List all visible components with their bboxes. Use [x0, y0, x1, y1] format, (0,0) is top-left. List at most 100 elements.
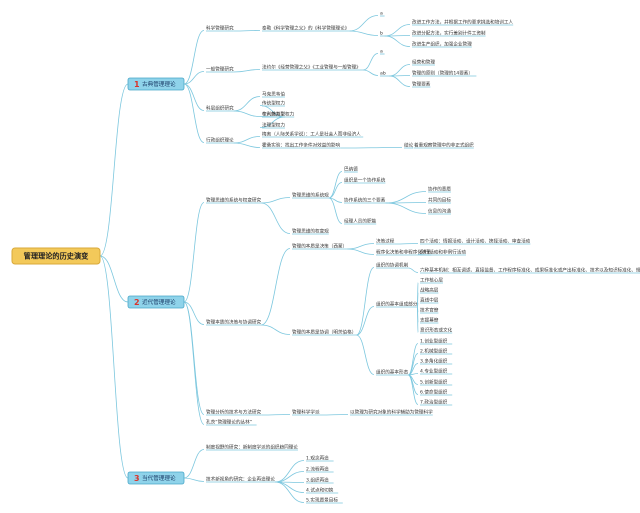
node-label: 法理型权力 — [262, 122, 285, 129]
node-label: 例行活动和非例行活动 — [420, 249, 466, 256]
branch-badge — [127, 295, 185, 309]
node-label: 管理思维的权变观 — [292, 228, 329, 235]
node-label: 管理思维的系统与权变研究 — [206, 197, 262, 204]
node-label: 科学管理研究 — [206, 25, 234, 32]
connector-line — [183, 83, 205, 143]
connector-line — [183, 30, 205, 85]
node-label: 5.实现愿景目标 — [306, 497, 338, 504]
connector-line — [99, 255, 129, 479]
node-label: 组织的基本形态 — [376, 369, 409, 376]
connector-line — [407, 374, 419, 405]
connector-line — [183, 83, 205, 111]
node-label: 管理的本质是协调（明茨伯格） — [292, 329, 356, 336]
node-label: 4.专业型组织 — [420, 368, 448, 375]
connector-line — [356, 267, 375, 336]
node-label: 结论 — [404, 142, 414, 149]
connector-line — [183, 301, 205, 325]
branch-label: 当代管理理论 — [142, 474, 176, 482]
node-label: 6.使命型组织 — [420, 389, 448, 396]
node-label: a — [380, 50, 383, 55]
connector-line — [233, 30, 261, 32]
connector-line — [274, 471, 305, 483]
connector-line — [363, 53, 379, 71]
connector-line — [389, 64, 411, 77]
branch-label: 古典管理理论 — [142, 80, 176, 88]
node-label: 梅奥（人际关系学说）：工人是社会人而非经济人 — [262, 131, 361, 138]
node-label: 管理本质的决策与协调研究 — [206, 319, 262, 326]
branch-number: 2 — [134, 298, 140, 307]
node-label: 意识形态或文化 — [420, 327, 453, 334]
connector-line — [407, 343, 419, 376]
node-label: 直线中层 — [420, 297, 439, 304]
connector-line — [261, 202, 291, 234]
connector-line — [233, 69, 261, 73]
connector-line — [99, 255, 129, 303]
node-label: 科层组织研究 — [206, 105, 234, 112]
connector-line — [385, 202, 427, 214]
branch-badge — [127, 77, 185, 91]
connector-lines — [99, 15, 640, 504]
node-label: 技术官僚 — [420, 307, 439, 314]
root-label: 管理理论的历史演变 — [24, 252, 90, 261]
connector-line — [384, 35, 411, 47]
node-label: 霍桑实验：找出工作条件对效益的影响 — [262, 142, 341, 149]
node-label: 四个活动：情报活动、设计活动、抉择活动、审查活动 — [420, 238, 531, 245]
node-label: 2.机械型组织 — [420, 348, 448, 355]
connector-line — [411, 147, 414, 149]
connector-line — [274, 460, 305, 483]
node-label: 4.试点和切换 — [306, 487, 334, 494]
node-label: 7.政治型组织 — [420, 399, 448, 406]
connector-line — [261, 414, 291, 416]
connector-line — [347, 243, 375, 250]
connector-line — [384, 24, 411, 37]
node-label: 一般管理研究 — [206, 66, 234, 73]
connector-line — [417, 306, 419, 333]
root-node — [11, 247, 101, 265]
connector-line — [340, 147, 403, 149]
connector-line — [319, 414, 349, 416]
node-label: 经营和管理 — [412, 59, 435, 66]
connector-line — [328, 171, 343, 199]
connector-line — [99, 83, 129, 257]
connector-line — [261, 248, 291, 326]
node-label: 改进分配方法，实行差别计件工资制 — [412, 30, 486, 37]
node-label: 着重观察管理中的非正式组织 — [414, 142, 474, 149]
node-label: 战略高层 — [420, 287, 439, 294]
connector-line — [328, 197, 343, 224]
node-label: 3.多角化组织 — [420, 358, 448, 365]
connector-line — [183, 71, 205, 85]
connector-line — [274, 481, 305, 503]
node-label: ab — [380, 71, 386, 77]
branch-number: 1 — [134, 80, 140, 89]
connector-line — [394, 243, 419, 245]
node-label: b — [380, 31, 383, 37]
branch-badge — [127, 471, 185, 485]
node-label: 六种基本机制：相互调适、直接监督、工作程序标准化、成果标准化或产出标准化、技术以… — [420, 267, 640, 274]
connector-line — [274, 481, 305, 493]
branch-number: 3 — [134, 474, 140, 483]
connector-line — [349, 30, 379, 36]
node-label: 以管理为研究对象的科学辅助为管理科学 — [350, 409, 433, 416]
connector-line — [233, 110, 261, 117]
connector-line — [183, 301, 205, 415]
node-label: 组织的协调机制 — [376, 262, 409, 269]
node-label: 经理人员的职能 — [344, 218, 377, 225]
connector-line — [259, 116, 286, 128]
node-label: 制度视野的研究：新制度学派的组织趋同理论 — [206, 444, 298, 451]
node-label: 管理的本质是决策（西蒙） — [292, 243, 347, 250]
node-label: 个人魅力型权力 — [262, 111, 295, 118]
branch-label: 近代管理理论 — [142, 298, 176, 306]
node-label: 管理分析的技术与方法研究 — [206, 409, 262, 416]
connector-line — [356, 334, 375, 375]
node-label: 协作的意愿 — [428, 186, 451, 193]
connector-line — [328, 182, 343, 199]
node-label: 泰勒《科学管理之父》的《科学管理理论》 — [262, 25, 349, 32]
connector-line — [183, 477, 205, 482]
connector-line — [385, 191, 427, 204]
node-label: 管理要素 — [412, 81, 431, 88]
node-label: 传统型权力 — [262, 100, 285, 107]
node-label: 1.观念再造 — [306, 455, 329, 462]
node-label: 支援幕僚 — [420, 317, 439, 324]
